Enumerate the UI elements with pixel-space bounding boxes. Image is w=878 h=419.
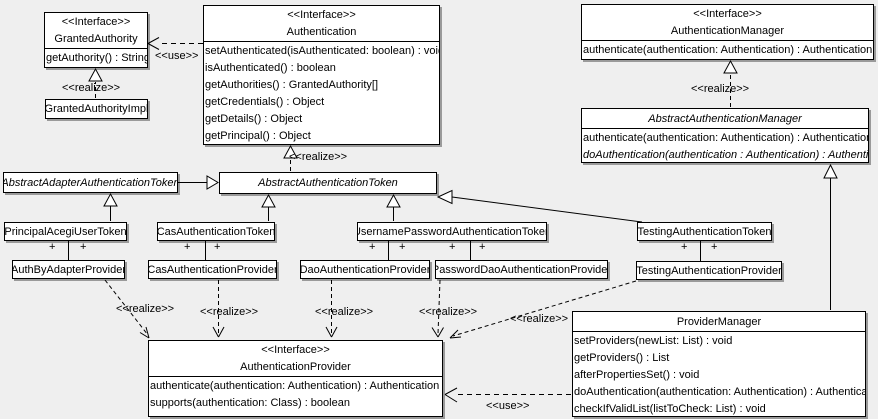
class-name: DaoAuthenticationProvider — [300, 263, 430, 276]
generalization-providermanager — [823, 163, 838, 310]
method-list: authenticate(authentication: Authenticat… — [582, 129, 869, 162]
realize-label: <<realize>> — [116, 303, 175, 315]
use-arrow-authentication-grantedauthority — [147, 37, 203, 50]
multiplicity-plus: + — [214, 241, 221, 253]
class-authentication: <<Interface>> Authentication setAuthenti… — [203, 5, 440, 145]
method: getPrincipal() : Object — [205, 130, 311, 142]
realize-label: <<realize>> — [419, 306, 478, 318]
class-granted-authority: <<Interface>> GrantedAuthority getAuthor… — [44, 12, 148, 68]
class-abstract-adapter-authentication-token: AbstractAdapterAuthenticationToken — [3, 172, 178, 193]
method: authenticate(authentication: Authenticat… — [150, 380, 440, 392]
method: doAuthentication(authentication: Authent… — [574, 386, 866, 398]
method: getProviders() : List — [574, 352, 670, 364]
multiplicity-plus: + — [479, 241, 486, 253]
class-authentication-provider: <<Interface>> AuthenticationProvider aut… — [148, 340, 443, 417]
class-testing-authentication-token: TestingAuthenticationToken — [637, 222, 772, 241]
class-password-dao-authentication-provider: PasswordDaoAuthenticationProvider — [435, 260, 608, 279]
class-name: AuthByAdapterProvider — [12, 263, 125, 276]
class-name: UsernamePasswordAuthenticationToken — [357, 225, 547, 238]
generalization-principalacegi — [103, 192, 118, 221]
realize-label: <<realize>> — [200, 306, 259, 318]
class-name: AuthenticationProvider — [240, 361, 351, 373]
class-principal-acegi-user-token: PrincipalAcegiUserToken — [4, 222, 127, 241]
method: doAuthentication(authentication : Authen… — [583, 149, 869, 161]
multiplicity-plus: + — [184, 241, 191, 253]
method: getAuthority() : String — [46, 52, 148, 64]
class-username-password-authentication-token: UsernamePasswordAuthenticationToken — [357, 222, 547, 241]
class-testing-authentication-provider: TestingAuthenticationProvider — [636, 261, 782, 280]
method: getDetails() : Object — [205, 113, 303, 125]
multiplicity-plus: + — [49, 241, 56, 253]
generalization-usernamepasswordtoken — [386, 193, 401, 221]
stereotype-label: <<Interface>> — [287, 9, 356, 21]
method-list: getAuthority() : String — [45, 49, 147, 67]
method: supports(authentication: Class) : boolea… — [150, 397, 350, 409]
class-abstract-authentication-manager: AbstractAuthenticationManager authentica… — [581, 108, 869, 163]
method: authenticate(authentication: Authenticat… — [583, 44, 873, 56]
method: afterPropertiesSet() : void — [574, 369, 700, 381]
class-cas-authentication-token: CasAuthenticationToken — [157, 222, 275, 241]
method-list: authenticate(authentication: Authenticat… — [149, 377, 442, 412]
class-header: <<Interface>> AuthenticationProvider — [149, 341, 442, 377]
method-list: authenticate(authentication: Authenticat… — [582, 41, 873, 59]
class-name: ProviderManager — [676, 316, 762, 328]
class-provider-manager: ProviderManager setProviders(newList: Li… — [572, 311, 866, 417]
multiplicity-plus: + — [369, 241, 376, 253]
generalization-castoken — [261, 193, 276, 221]
multiplicity-plus: + — [399, 241, 406, 253]
class-name: AbstractAuthenticationManager — [648, 113, 802, 125]
use-label: <<use>> — [486, 400, 530, 412]
multiplicity-plus: + — [449, 241, 456, 253]
realize-label: <<realize>> — [691, 83, 750, 95]
stereotype-label: <<Interface>> — [693, 8, 762, 20]
class-name: AuthenticationManager — [670, 25, 785, 37]
class-header: AbstractAuthenticationManager — [582, 109, 868, 129]
class-authentication-manager: <<Interface>> AuthenticationManager auth… — [581, 4, 874, 60]
class-name: PasswordDaoAuthenticationProvider — [435, 263, 608, 276]
generalization-abstractadapter-to-abstracttoken — [178, 175, 219, 190]
class-name: TestingAuthenticationToken — [637, 225, 772, 238]
class-name: AbstractAdapterAuthenticationToken — [3, 176, 178, 189]
method-list: setProviders(newList: List) : void getPr… — [573, 332, 866, 416]
method: getAuthorities() : GrantedAuthority[] — [205, 79, 379, 91]
class-dao-authentication-provider: DaoAuthenticationProvider — [300, 260, 430, 279]
realize-label: <<realize>> — [315, 306, 374, 318]
multiplicity-plus: + — [681, 241, 688, 253]
method-list: setAuthenticated(isAuthenticated: boolea… — [204, 42, 440, 144]
method: authenticate(authentication: Authenticat… — [583, 132, 869, 144]
class-name: TestingAuthenticationProvider — [636, 264, 782, 277]
class-name: AbstractAuthenticationToken — [258, 177, 398, 189]
class-granted-authority-impl: GrantedAuthorityImpl — [45, 99, 148, 119]
class-name: PrincipalAcegiUserToken — [4, 225, 127, 238]
class-header: <<Interface>> Authentication — [204, 6, 439, 42]
class-header: ProviderManager — [573, 312, 865, 332]
method: setAuthenticated(isAuthenticated: boolea… — [205, 45, 440, 57]
realize-label: <<realize>> — [62, 82, 121, 94]
class-name: Authentication — [286, 26, 357, 38]
realize-label: <<realize>> — [289, 151, 348, 163]
class-name: CasAuthenticationToken — [157, 225, 275, 238]
class-header: <<Interface>> GrantedAuthority — [45, 13, 147, 49]
class-cas-authentication-provider: CasAuthenticationProvider — [148, 260, 277, 279]
generalization-testingtoken — [436, 189, 643, 223]
method: isAuthenticated() : boolean — [205, 62, 336, 74]
class-name: GrantedAuthorityImpl — [45, 103, 148, 115]
method: setProviders(newList: List) : void — [574, 335, 733, 347]
method: getCredentials() : Object — [205, 96, 325, 108]
realize-label: <<realize>> — [510, 313, 569, 325]
class-name: CasAuthenticationProvider — [148, 263, 277, 276]
stereotype-label: <<Interface>> — [61, 16, 131, 28]
method: checkIfValidList(listToCheck: List) : vo… — [574, 403, 766, 415]
stereotype-label: <<Interface>> — [261, 344, 330, 356]
multiplicity-plus: + — [80, 241, 87, 253]
class-auth-by-adapter-provider: AuthByAdapterProvider — [12, 260, 125, 279]
use-label: <<use>> — [155, 50, 199, 62]
class-name: GrantedAuthority — [54, 33, 138, 45]
class-abstract-authentication-token: AbstractAuthenticationToken — [219, 172, 437, 194]
class-header: <<Interface>> AuthenticationManager — [582, 5, 873, 41]
multiplicity-plus: + — [711, 241, 718, 253]
